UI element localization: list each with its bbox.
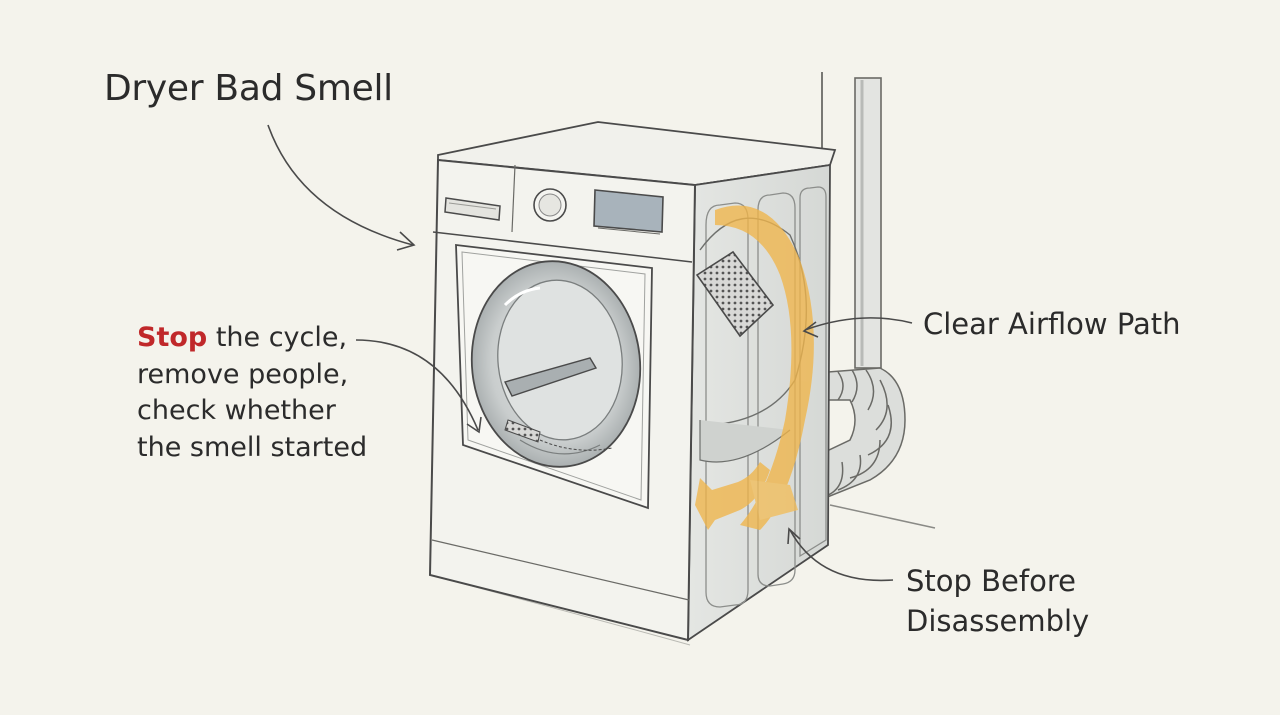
disassembly-callout: Stop Before Disassembly <box>906 561 1089 641</box>
airflow-highlight <box>695 205 814 531</box>
stop-emphasis: Stop <box>137 322 208 353</box>
airflow-arrow <box>802 317 913 338</box>
note-line-4: the smell started <box>137 431 368 463</box>
disassembly-arrow <box>787 527 894 582</box>
page-title: Dryer Bad Smell <box>104 68 393 109</box>
wall-pipe <box>821 72 882 370</box>
disassembly-line-1: Stop Before <box>906 564 1076 598</box>
control-panel <box>444 197 501 221</box>
note-line-1: Stop the cycle, <box>137 320 367 357</box>
note-line-2: remove people, <box>137 358 349 390</box>
airflow-callout: Clear Airflow Path <box>923 307 1181 341</box>
stop-cycle-note: Stop the cycle, remove people, check whe… <box>137 320 367 466</box>
dial-knob-icon <box>533 188 567 222</box>
title-arrow <box>267 124 416 251</box>
lint-filter <box>695 250 775 338</box>
display-screen-icon <box>593 189 664 235</box>
note-line-1-rest: the cycle, <box>207 322 348 353</box>
dryer-drum <box>470 260 642 468</box>
note-line-3: check whether <box>137 395 336 426</box>
disassembly-line-2: Disassembly <box>906 604 1090 638</box>
note-arrow <box>355 339 482 434</box>
